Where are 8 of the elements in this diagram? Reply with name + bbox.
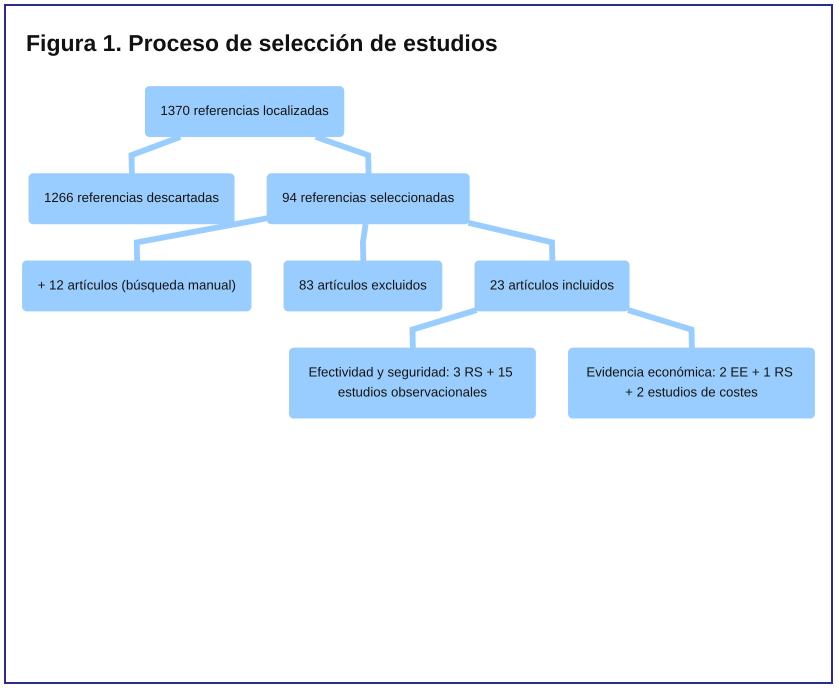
figure-title: Figura 1. Proceso de selección de estudios (26, 30, 498, 57)
connector (468, 220, 556, 262)
connector (409, 307, 478, 349)
connector (134, 215, 268, 262)
connector (360, 224, 368, 262)
connector (128, 134, 182, 174)
connector (314, 134, 372, 174)
connector (627, 307, 695, 349)
